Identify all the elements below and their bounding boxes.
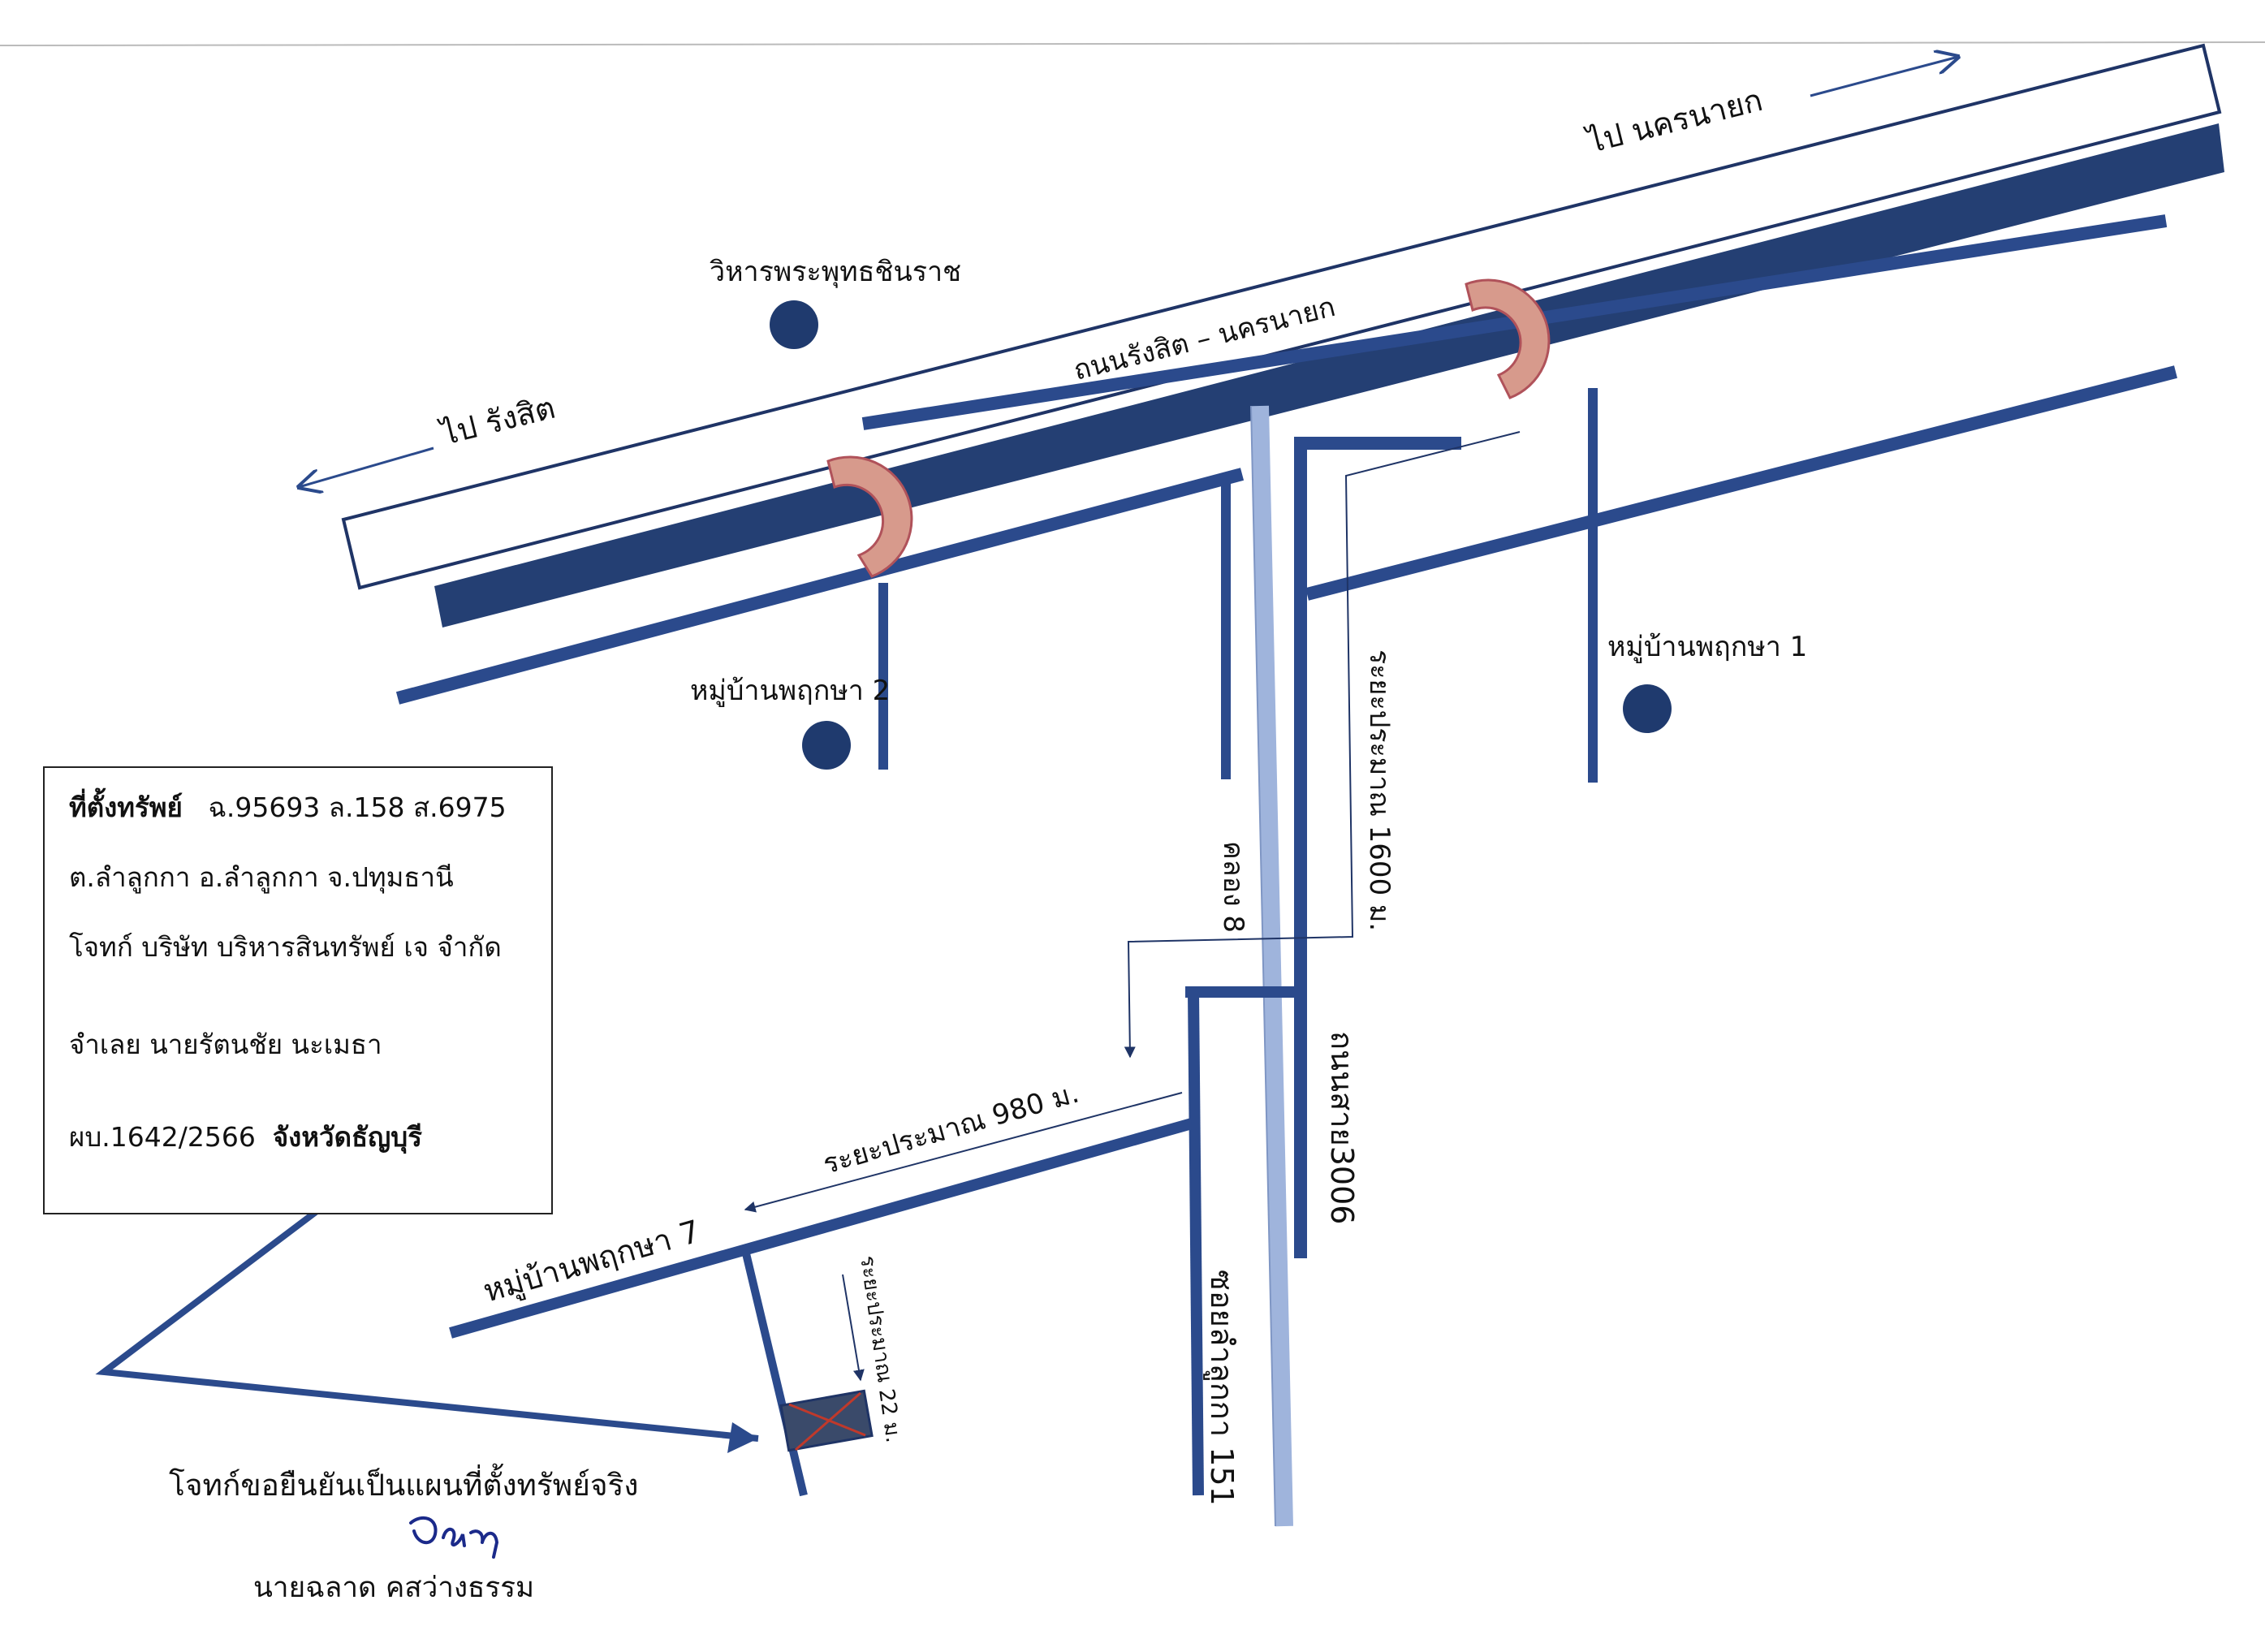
info-line-1: ที่ตั้งทรัพย์ ฉ.95693 ล.158 ส.6975 <box>69 791 532 825</box>
distance-22-guide <box>842 1274 865 1382</box>
village-2-marker <box>802 721 851 770</box>
temple-marker <box>770 300 818 349</box>
pointer-arrow <box>95 1188 759 1442</box>
road-to-property <box>741 1249 808 1497</box>
info-line-5: ผบ.1642/2566 จังหวัดธัญบุรี <box>69 1120 532 1154</box>
main-road-outline <box>341 43 2222 590</box>
pointer-arrowhead <box>727 1422 758 1453</box>
property-cross-b <box>795 1391 861 1451</box>
village-1-marker <box>1623 684 1672 733</box>
info-line-4: จำเลย นายรัตนชัย นะเมธา <box>69 1029 382 1060</box>
signer-name: นายฉลาด คสว่างธรรม <box>253 1572 535 1604</box>
uturn-east <box>1465 278 1551 399</box>
info-line-2: ต.ลำลูกกา อ.ลำลูกกา จ.ปทุมธานี <box>69 861 454 893</box>
label-canal-8: คลอง 8 <box>1217 841 1249 933</box>
property-info-box: ที่ตั้งทรัพย์ ฉ.95693 ล.158 ส.6975 ต.ลำล… <box>43 766 553 1214</box>
canal-8 <box>1251 405 1293 1527</box>
road-village-7 <box>449 1118 1193 1339</box>
confirmation-text: โจทก์ขอยืนยันเป็นแผนที่ตั้งทรัพย์จริง <box>169 1468 639 1503</box>
label-road-3006: ถนนสาย3006 <box>1324 1031 1360 1224</box>
uturn-west <box>826 455 913 578</box>
info-deed-number: ฉ.95693 ล.158 ส.6975 <box>208 791 507 823</box>
canal-8-edge <box>1250 405 1276 1527</box>
main-road-dark <box>434 123 2224 628</box>
label-temple: วิหารพระพุทธชินราช <box>710 256 961 288</box>
property-cross-a <box>788 1403 866 1437</box>
label-village-2: หมู่บ้านพฤกษา 2 <box>690 675 890 707</box>
info-case-number: ผบ.1642/2566 <box>69 1121 256 1153</box>
road-east-lower <box>1305 365 2177 601</box>
frontage-road-south <box>395 468 1245 705</box>
info-court-label: จังหวัดธัญบุรี <box>272 1121 422 1153</box>
distance-1600-guide <box>1124 431 1521 1059</box>
distance-980-guide <box>744 1092 1183 1213</box>
label-to-nakhon-nayok: ไป นครนายก <box>1582 82 1767 161</box>
arrow-to-nakhon-nayok <box>1810 57 1958 97</box>
soi-lamlukka-151-vertical <box>1188 991 1204 1496</box>
arrow-to-rangsit <box>299 446 434 487</box>
info-line-3: โจทก์ บริษัท บริหารสินทรัพย์ เจ จำกัด <box>69 931 502 963</box>
info-property-label: ที่ตั้งทรัพย์ <box>69 791 183 823</box>
signature <box>409 1516 499 1559</box>
label-village-1: หมู่บ้านพฤกษา 1 <box>1607 631 1807 663</box>
label-distance-1600: ระยะประมาณ 1600 ม. <box>1363 649 1396 931</box>
label-soi-151: ซอยลำลูกกา 151 <box>1203 1270 1240 1506</box>
scan-edge-line <box>0 41 2265 46</box>
label-to-rangsit: ไป รังสิต <box>436 390 559 453</box>
